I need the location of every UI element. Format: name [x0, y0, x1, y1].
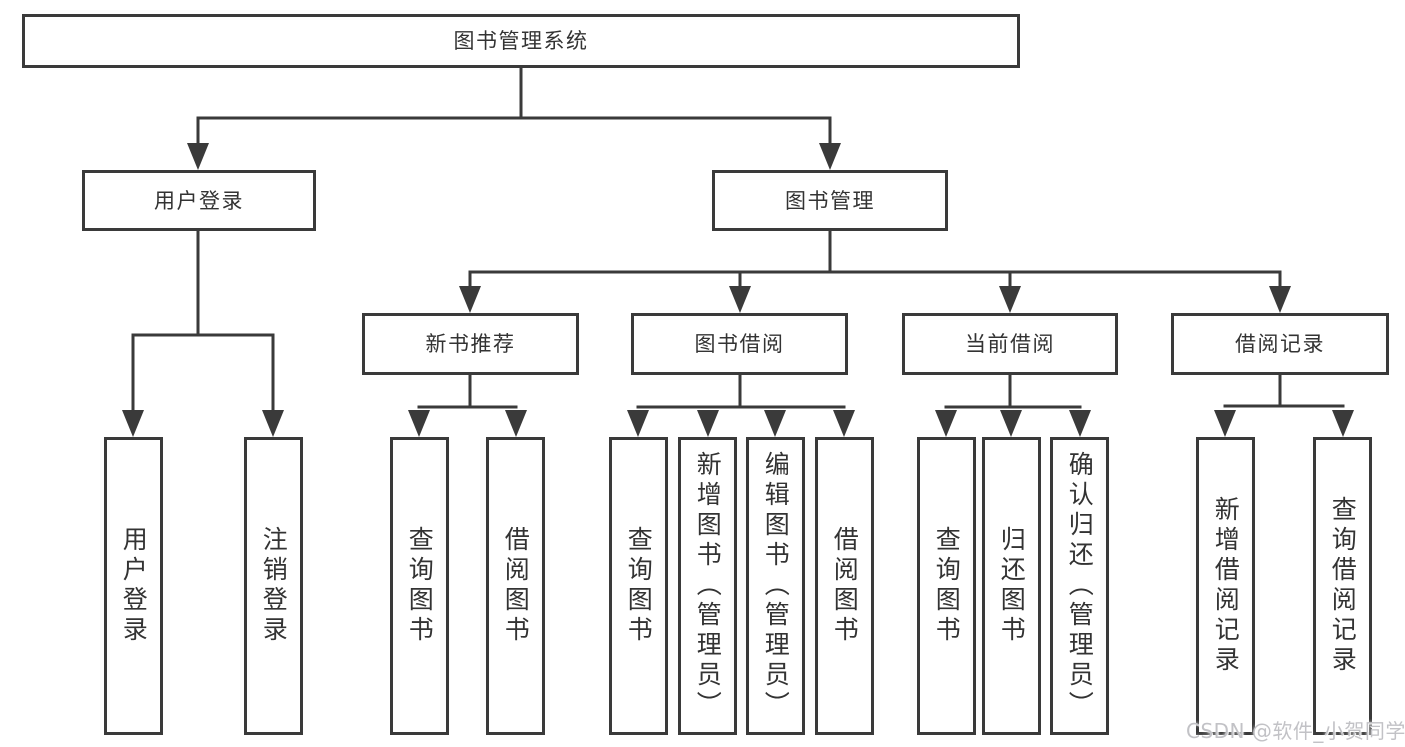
- leaf-borrow-query-books: 查询图书: [609, 437, 668, 735]
- leaf-current-query-books-label: 查询图书: [932, 526, 962, 646]
- arrowhead-borrow-leaf3: [764, 410, 786, 437]
- node-root-label: 图书管理系统: [453, 29, 589, 53]
- arrowhead-leaf-logout: [262, 410, 284, 437]
- arrowhead-newbook-leaf1: [408, 410, 430, 437]
- leaf-add-borrow-record: 新增借阅记录: [1196, 437, 1255, 735]
- leaf-logout-label: 注销登录: [259, 526, 289, 646]
- leaf-add-books-admin-label: 新增图书（管理员）: [693, 451, 723, 721]
- arrowhead-current-leaf2: [1000, 410, 1022, 437]
- leaf-return-books: 归还图书: [982, 437, 1041, 735]
- leaf-logout: 注销登录: [244, 437, 303, 735]
- leaf-borrow-books-label: 借阅图书: [830, 526, 860, 646]
- leaf-borrow-books: 借阅图书: [815, 437, 874, 735]
- leaf-return-books-label: 归还图书: [997, 526, 1027, 646]
- csdn-watermark: CSDN @软件_小贺同学: [1186, 719, 1405, 743]
- node-book-management-label: 图书管理: [785, 188, 875, 213]
- leaf-edit-books-admin-label: 编辑图书（管理员）: [761, 451, 791, 721]
- arrowhead-borrow-leaf1: [627, 410, 649, 437]
- arrowhead-current-leaf1: [935, 410, 957, 437]
- node-book-borrow-label: 图书借阅: [694, 332, 785, 356]
- node-current-borrow-label: 当前借阅: [965, 332, 1055, 356]
- leaf-current-query-books: 查询图书: [917, 437, 976, 735]
- arrowhead-borrow-leaf4: [833, 410, 855, 437]
- arrowhead-newbook-leaf2: [505, 410, 527, 437]
- leaf-newbook-query-books: 查询图书: [390, 437, 449, 735]
- leaf-borrow-query-books-label: 查询图书: [624, 526, 654, 646]
- leaf-newbook-borrow-books-label: 借阅图书: [501, 526, 531, 646]
- arrowhead-borrow: [729, 286, 751, 313]
- node-book-management: 图书管理: [712, 170, 948, 231]
- leaf-confirm-return-admin-label: 确认归还（管理员）: [1065, 451, 1095, 721]
- node-root: 图书管理系统: [22, 14, 1020, 68]
- arrowhead-borrow-leaf2: [697, 410, 719, 437]
- arrowhead-records-leaf2: [1332, 410, 1354, 437]
- node-user-login: 用户登录: [82, 170, 316, 231]
- arrowhead-records-leaf1: [1214, 410, 1236, 437]
- arrowhead-leaf-login: [122, 410, 144, 437]
- leaf-user-login-label: 用户登录: [119, 526, 149, 646]
- node-borrow-records: 借阅记录: [1171, 313, 1389, 375]
- leaf-edit-books-admin: 编辑图书（管理员）: [746, 437, 805, 735]
- arrowhead-records: [1269, 286, 1291, 313]
- leaf-newbook-borrow-books: 借阅图书: [486, 437, 545, 735]
- arrowhead-newbook: [459, 286, 481, 313]
- node-new-book-recommend-label: 新书推荐: [425, 332, 516, 356]
- arrowhead-book-mgmt: [819, 143, 841, 170]
- node-new-book-recommend: 新书推荐: [362, 313, 579, 375]
- leaf-query-borrow-record-label: 查询借阅记录: [1328, 496, 1358, 676]
- node-current-borrow: 当前借阅: [902, 313, 1118, 375]
- leaf-add-borrow-record-label: 新增借阅记录: [1211, 496, 1241, 676]
- leaf-newbook-query-books-label: 查询图书: [405, 526, 435, 646]
- node-book-borrow: 图书借阅: [631, 313, 848, 375]
- arrowhead-current: [999, 286, 1021, 313]
- leaf-user-login: 用户登录: [104, 437, 163, 735]
- arrowhead-user-login: [187, 143, 209, 170]
- leaf-add-books-admin: 新增图书（管理员）: [678, 437, 737, 735]
- node-user-login-label: 用户登录: [154, 188, 244, 213]
- arrowhead-current-leaf3: [1069, 410, 1091, 437]
- leaf-query-borrow-record: 查询借阅记录: [1313, 437, 1372, 735]
- node-borrow-records-label: 借阅记录: [1235, 332, 1325, 356]
- leaf-confirm-return-admin: 确认归还（管理员）: [1050, 437, 1109, 735]
